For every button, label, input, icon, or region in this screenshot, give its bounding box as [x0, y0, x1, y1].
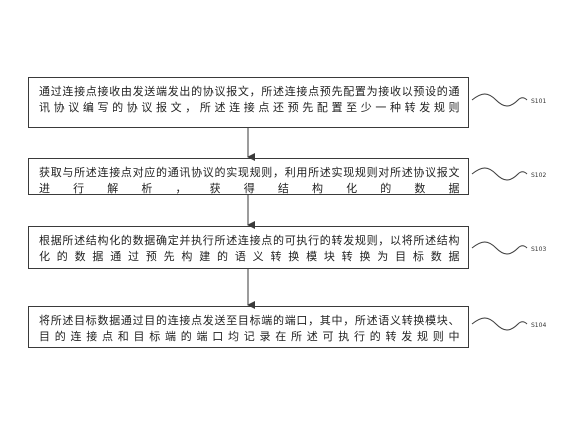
step-text-s101: 通过连接点接收由发送端发出的协议报文，所述连接点预先配置为接收以预设的通讯协议编…: [39, 85, 460, 114]
step-box-s104: 将所述目标数据通过目的连接点发送至目标端的端口，其中，所述语义转换模块、目的连接…: [28, 306, 469, 348]
leader-s104: [471, 317, 528, 331]
leader-s103: [471, 241, 528, 255]
step-box-s103: 根据所述结构化的数据确定并执行所述连接点的可执行的转发规则，以将所述结构化的数据…: [28, 226, 469, 269]
step-label-s104: S104: [531, 322, 547, 329]
step-label-s102: S102: [531, 172, 547, 179]
leader-s101: [471, 93, 528, 107]
step-box-s102: 获取与所述连接点对应的通讯协议的实现规则，利用所述实现规则对所述协议报文进行解析…: [28, 158, 469, 195]
step-text-s102: 获取与所述连接点对应的通讯协议的实现规则，利用所述实现规则对所述协议报文进行解析…: [39, 166, 460, 195]
step-text-s104: 将所述目标数据通过目的连接点发送至目标端的端口，其中，所述语义转换模块、目的连接…: [39, 314, 460, 343]
step-box-s101: 通过连接点接收由发送端发出的协议报文，所述连接点预先配置为接收以预设的通讯协议编…: [28, 77, 469, 128]
step-text-s103: 根据所述结构化的数据确定并执行所述连接点的可执行的转发规则，以将所述结构化的数据…: [39, 234, 460, 263]
leader-s102: [471, 167, 528, 181]
step-label-s101: S101: [531, 98, 547, 105]
step-label-s103: S103: [531, 246, 547, 253]
